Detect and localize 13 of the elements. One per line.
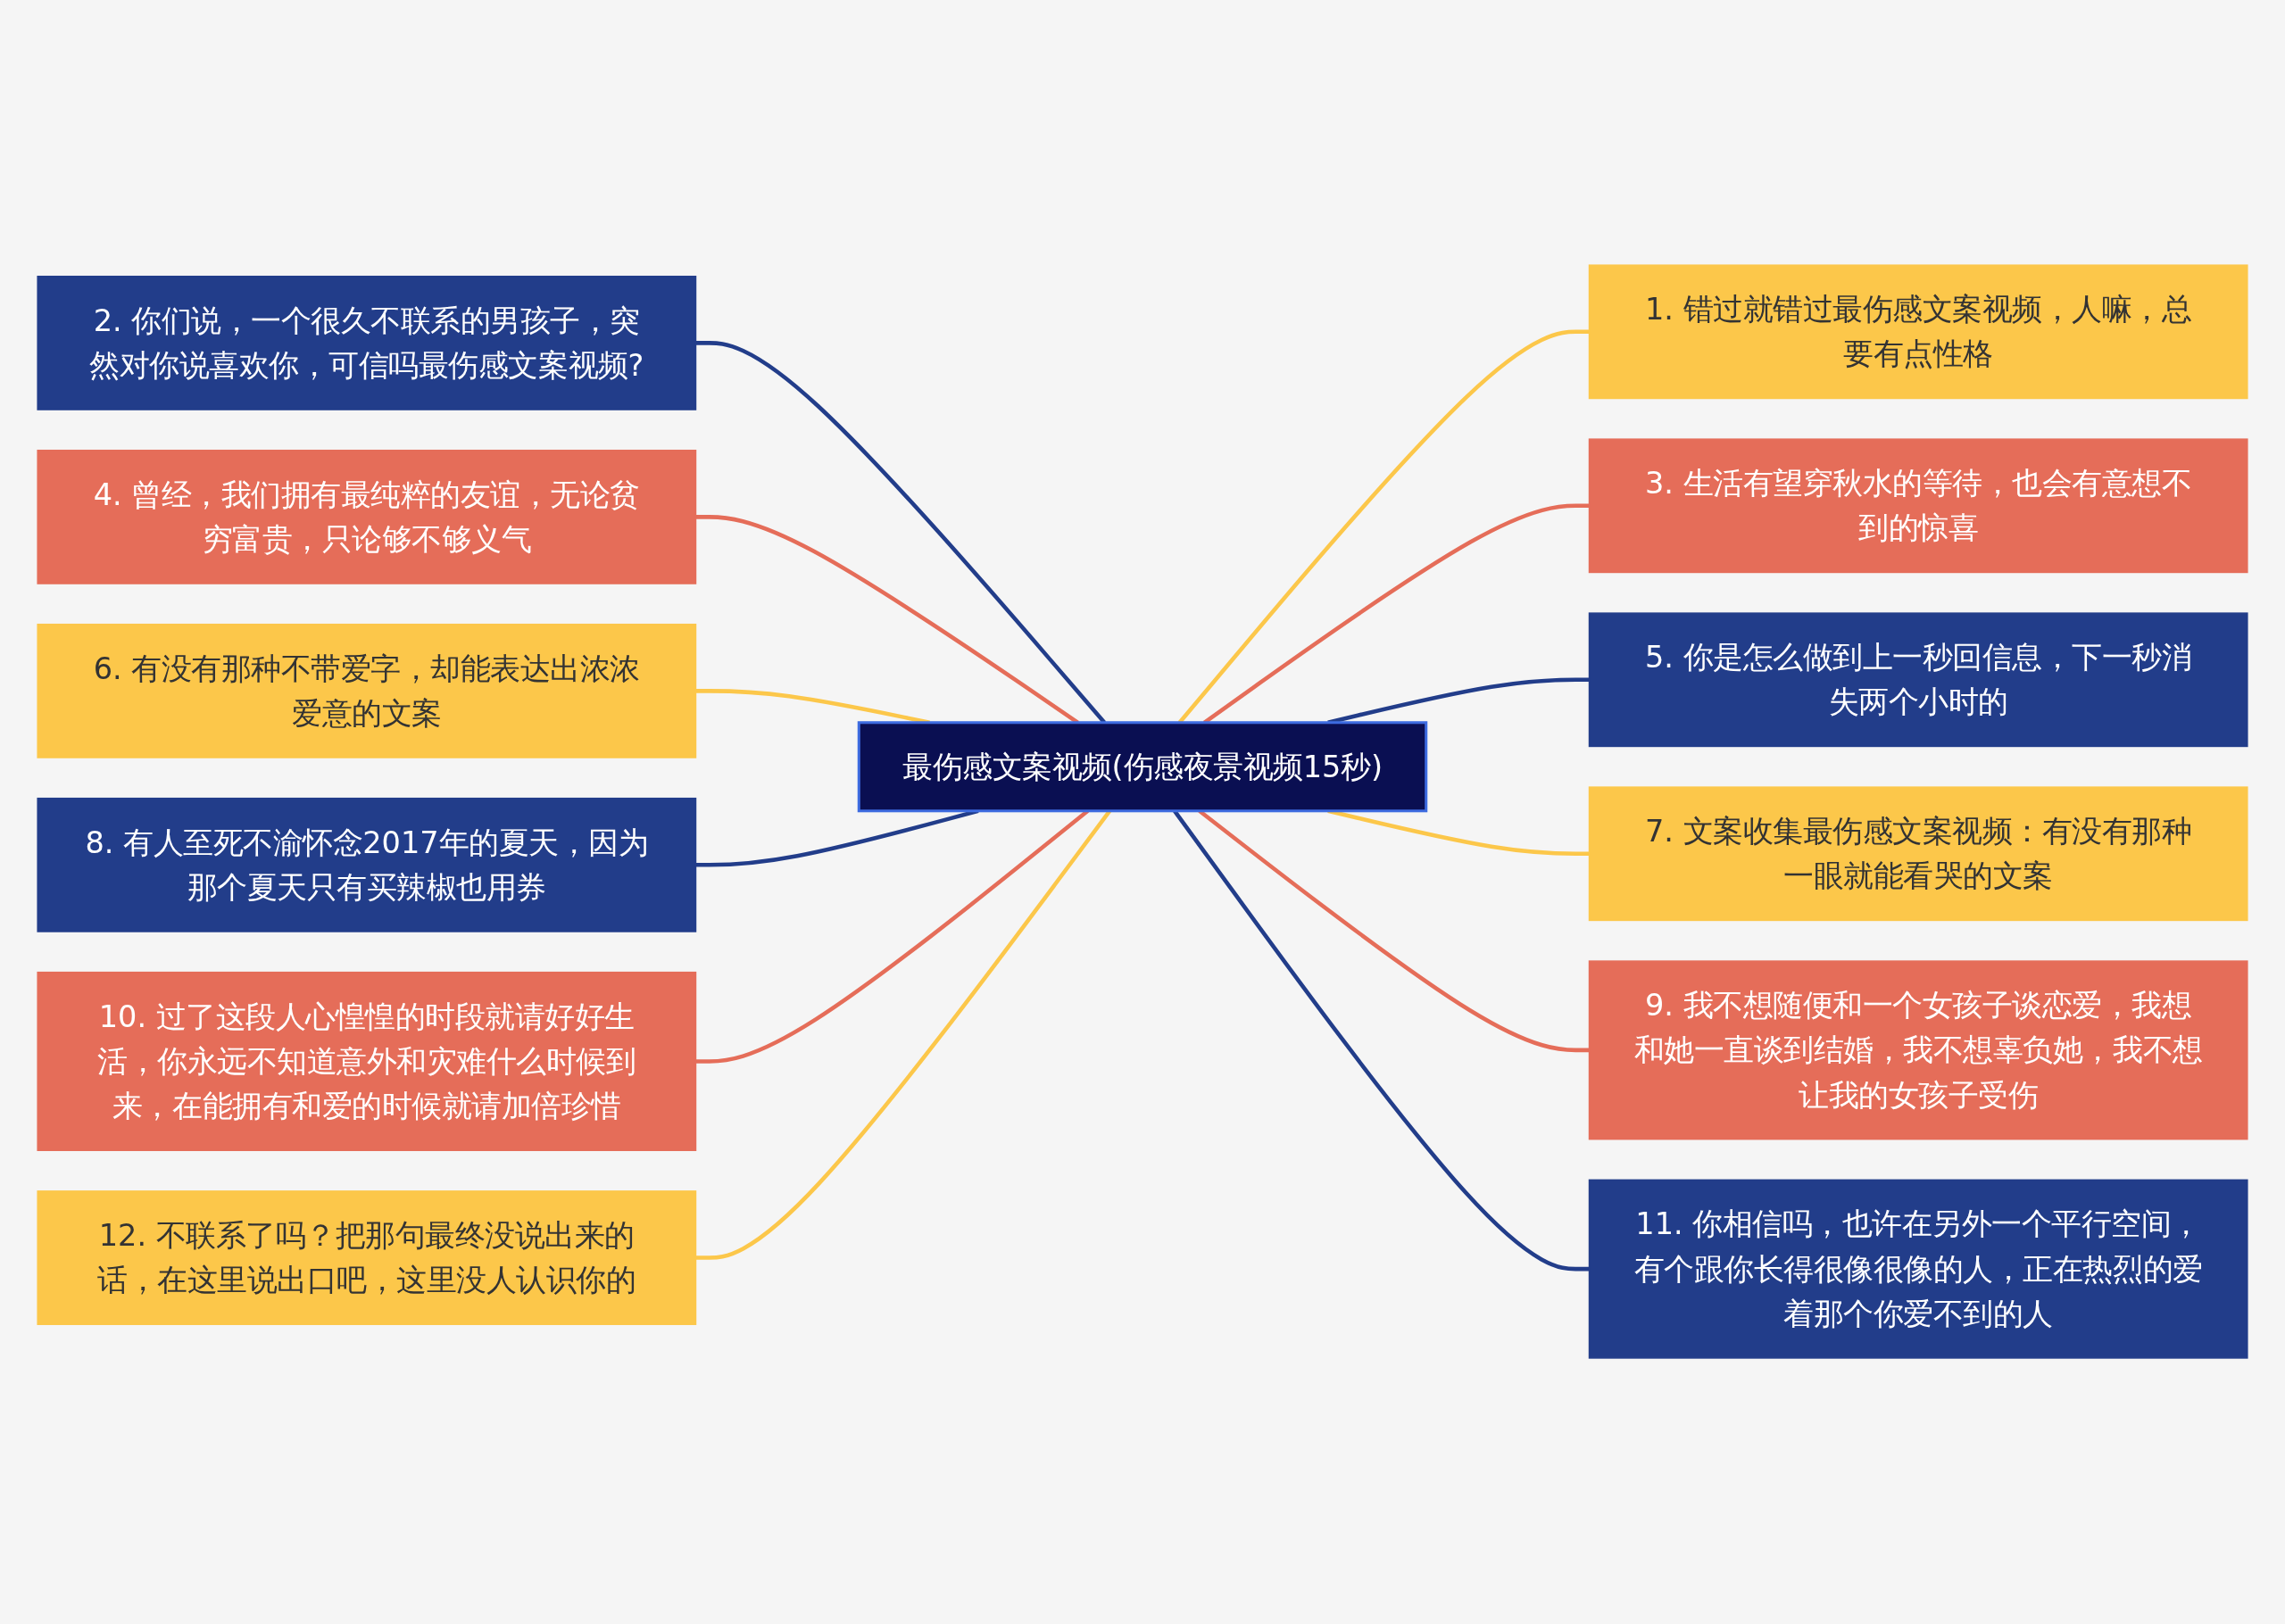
- node-box: 5. 你是怎么做到上一秒回信息，下一秒消失两个小时的: [1588, 612, 2248, 748]
- node-box: 最伤感文案视频(伤感夜景视频15秒): [857, 721, 1428, 813]
- node-box: 11. 你相信吗，也许在另外一个平行空间，有个跟你长得很像很像的人，正在热烈的爱着那个你爱不到的人: [1588, 1180, 2248, 1360]
- node-box: 9. 我不想随便和一个女孩子谈恋爱，我想和她一直谈到结婚，我不想辜负她，我不想让我的女孩子受伤: [1588, 960, 2248, 1140]
- node-box: 6. 有没有那种不带爱字，却能表达出浓浓爱意的文案: [37, 624, 697, 759]
- node-box: 1. 错过就错过最伤感文案视频，人嘛，总要有点性格: [1588, 264, 2248, 400]
- node-box: 8. 有人至死不渝怀念2017年的夏天，因为那个夏天只有买辣椒也用券: [37, 798, 697, 933]
- node-box: 10. 过了这段人心惶惶的时段就请好好生活，你永远不知道意外和灾难什么时候到来，在能拥有和爱的时候就请加倍珍惜: [37, 972, 697, 1152]
- node-box: 12. 不联系了吗？把那句最终没说出来的话，在这里说出口吧，这里没人认识你的: [37, 1190, 697, 1326]
- node-box: 3. 生活有望穿秋水的等待，也会有意想不到的惊喜: [1588, 438, 2248, 574]
- node-box: 4. 曾经，我们拥有最纯粹的友谊，无论贫穷富贵，只论够不够义气: [37, 450, 697, 585]
- node-box: 2. 你们说，一个很久不联系的男孩子，突然对你说喜欢你，可信吗最伤感文案视频?: [37, 276, 697, 411]
- node-box: 7. 文案收集最伤感文案视频：有没有那种一眼就能看哭的文案: [1588, 786, 2248, 922]
